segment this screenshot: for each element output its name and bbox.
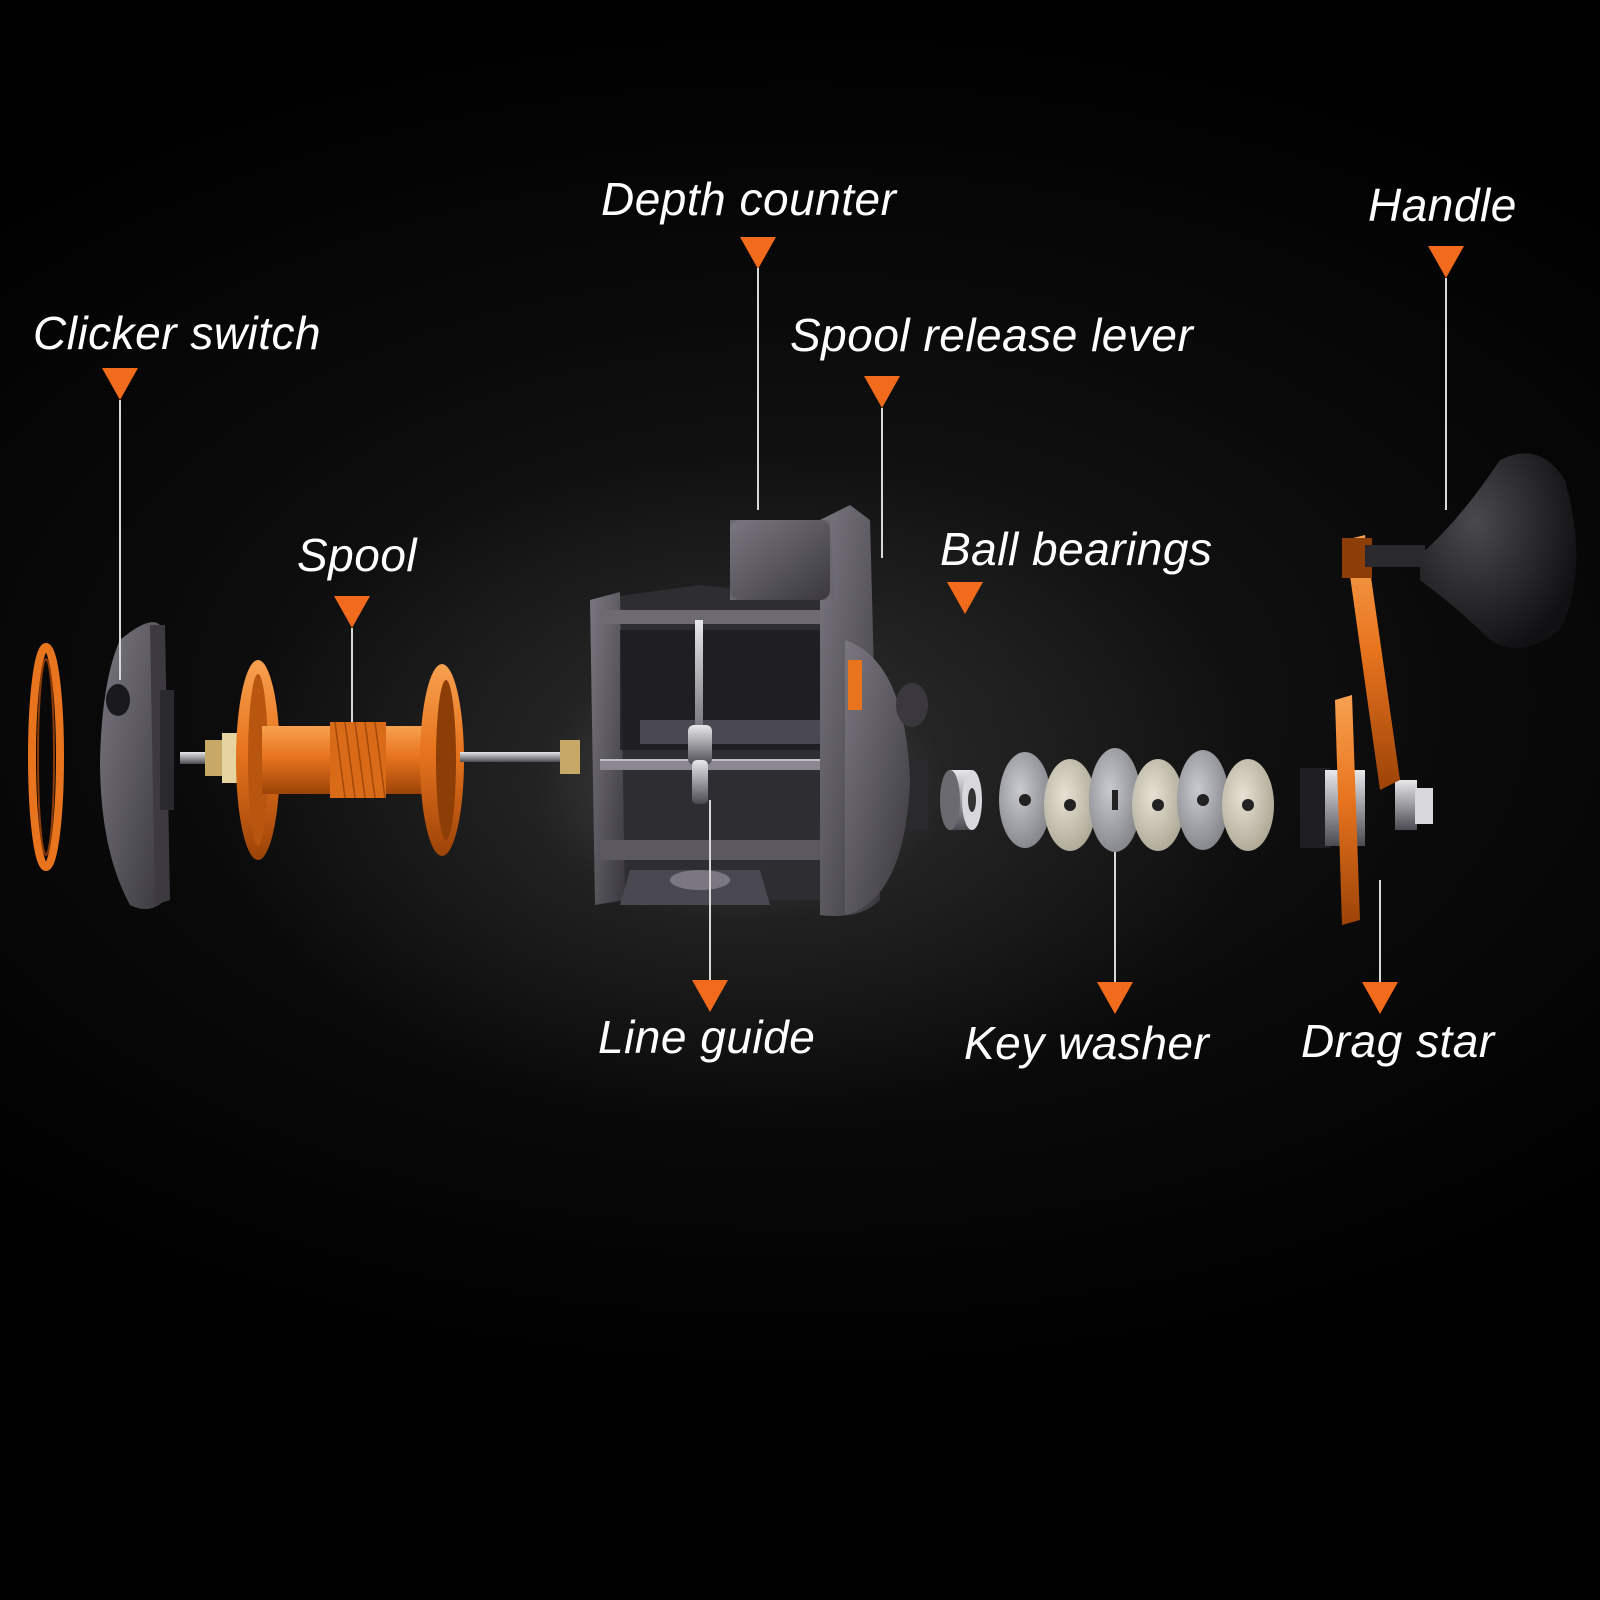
marker-depth-counter [740,237,776,269]
label-spool-release-lever: Spool release lever [790,309,1194,361]
marker-line-guide [692,980,728,1012]
drag-star-assembly [1300,695,1433,925]
leader-handle [1445,278,1447,510]
marker-key-washer [1097,982,1133,1014]
label-key-washer: Key washer [964,1017,1210,1069]
handle-assembly [1342,453,1577,790]
label-line-guide: Line guide [598,1011,816,1063]
label-drag-star: Drag star [1301,1015,1495,1067]
leader-line-guide [709,800,711,980]
marker-spool [334,596,370,628]
leader-spool [351,628,353,722]
label-spool: Spool [297,529,418,581]
label-clicker-switch: Clicker switch [33,307,322,359]
reel-frame [590,505,928,916]
label-handle: Handle [1368,179,1517,231]
washer-stack [999,748,1274,852]
ball-bearing [940,770,982,830]
marker-spool-release-lever [864,376,900,408]
marker-drag-star [1362,982,1398,1014]
side-plate-clicker [100,622,174,909]
orange-ring [28,643,64,871]
marker-clicker-switch [102,368,138,400]
spool-body [236,660,580,860]
leader-key-washer [1114,852,1116,982]
leader-drag-star [1379,880,1381,982]
leader-clicker-switch [119,400,121,680]
spool-left-shaft [180,733,244,783]
label-depth-counter: Depth counter [601,173,897,225]
label-ball-bearings: Ball bearings [940,523,1213,575]
leader-spool-release-lever [881,408,883,558]
leader-depth-counter [757,268,759,510]
marker-ball-bearings [947,582,983,614]
marker-handle [1428,246,1464,278]
